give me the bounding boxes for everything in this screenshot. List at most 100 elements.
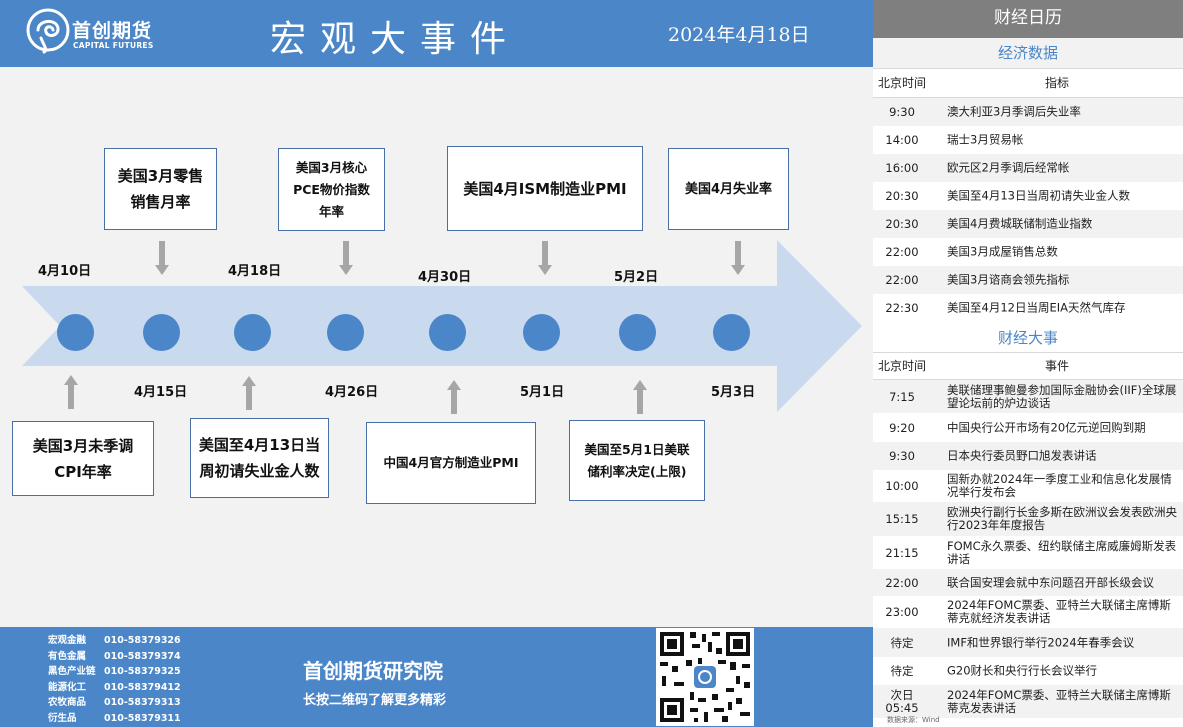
timeline-date-bottom: 4月15日 — [134, 385, 188, 400]
row-description: 瑞士3月贸易帐 — [947, 132, 1024, 147]
row-description: 美国3月谘商会领先指标 — [947, 272, 1070, 287]
timeline-date-top: 5月2日 — [614, 270, 659, 285]
event-label-line: 美国4月失业率 — [684, 181, 773, 197]
contact-department: 黑色产业链 — [48, 666, 96, 678]
row-time: 20:30 — [885, 217, 919, 231]
event-label-line: 美国3月未季调 — [32, 436, 134, 455]
row-time: 9:20 — [889, 420, 915, 435]
header-bar: 首创期货 CAPITAL FUTURES 宏观大事件 2024年4月18日 — [0, 0, 873, 67]
row-time: 16:00 — [885, 161, 919, 175]
table-row: 14:00 瑞士3月贸易帐 — [873, 126, 1183, 154]
event-label-line: 周初请失业金人数 — [199, 462, 320, 480]
row-time: 21:15 — [885, 545, 919, 560]
row-time: 10:00 — [885, 479, 919, 493]
table-row: 22:00 美国3月谘商会领先指标 — [873, 266, 1183, 294]
row-time: 22:00 — [885, 575, 919, 590]
up-arrow-icon — [242, 376, 256, 414]
event-label-line: 销售月率 — [130, 193, 191, 211]
event-box-bottom: 中国4月官方制造业PMI — [366, 422, 536, 504]
row-time: 20:30 — [885, 189, 919, 203]
qr-code-icon[interactable] — [656, 628, 754, 726]
economic-data-header: 北京时间 指标 — [873, 68, 1183, 98]
contact-department: 宏观金融 — [48, 635, 87, 646]
timeline-node — [143, 314, 180, 351]
contact-department: 有色金属 — [48, 650, 87, 662]
infographic-panel: 首创期货 CAPITAL FUTURES 宏观大事件 2024年4月18日 4月… — [0, 0, 873, 727]
row-description: 美国至4月12日当周EIA天然气库存 — [947, 300, 1126, 315]
row-description: 欧元区2月季调后经常帐 — [947, 160, 1070, 175]
up-arrow-icon — [64, 375, 78, 413]
row-time: 待定 — [890, 635, 914, 650]
timeline-node — [523, 314, 560, 351]
table-row: 21:15 FOMC永久票委、纽约联储主席威廉姆斯发表讲话 — [873, 536, 1183, 569]
down-arrow-icon — [731, 241, 745, 279]
header-time: 北京时间 — [877, 76, 926, 90]
timeline-date-bottom: 5月3日 — [711, 385, 756, 400]
logo-english-name: CAPITAL FUTURES — [73, 41, 154, 50]
header-event: 事件 — [1044, 359, 1069, 373]
row-description: FOMC永久票委、纽约联储主席威廉姆斯发表讲话 — [947, 538, 1177, 566]
row-description: 美联储理事鲍曼参加国际金融协会(IIF)全球展望论坛前的炉边谈话 — [947, 382, 1177, 410]
row-description: IMF和世界银行举行2024年春季会议 — [947, 635, 1135, 649]
down-arrow-icon — [339, 241, 353, 279]
up-arrow-icon — [447, 380, 461, 418]
row-time: 7:15 — [889, 389, 915, 404]
event-box-top: 美国4月失业率 — [668, 148, 789, 230]
timeline-node — [327, 314, 364, 351]
row-description: 2024年FOMC票委、亚特兰大联储主席博斯蒂克发表讲话 — [947, 687, 1171, 715]
table-row: 20:30 美国4月费城联储制造业指数 — [873, 210, 1183, 238]
contact-row: 衍生品 010-58379311 — [48, 710, 181, 724]
report-date: 2024年4月18日 — [668, 24, 810, 46]
table-row: 7:15 美联储理事鲍曼参加国际金融协会(IIF)全球展望论坛前的炉边谈话 — [873, 380, 1183, 413]
row-description: 中国央行公开市场有20亿元逆回购到期 — [947, 420, 1146, 434]
event-label-line: 年率 — [318, 203, 344, 219]
timeline-node — [619, 314, 656, 351]
row-time: 9:30 — [889, 105, 915, 119]
financial-events-header: 北京时间 事件 — [873, 352, 1183, 380]
row-time: 14:00 — [885, 133, 919, 147]
row-description: 美国至4月13日当周初请失业金人数 — [947, 188, 1130, 203]
row-time: 23:00 — [885, 605, 919, 619]
contact-row: 黑色产业链 010-58379325 — [48, 663, 181, 677]
table-row: 20:30 美国至4月13日当周初请失业金人数 — [873, 182, 1183, 210]
contact-department: 农牧商品 — [48, 697, 87, 709]
timeline-date-top: 4月18日 — [228, 264, 282, 279]
row-description: G20财长和央行行长会议举行 — [947, 663, 1098, 678]
timeline-node — [713, 314, 750, 351]
event-label-line: PCE物价指数 — [293, 181, 370, 197]
row-description: 日本央行委员野口旭发表讲话 — [947, 448, 1097, 463]
event-label-line: 美国4月ISM制造业PMI — [463, 179, 627, 198]
contact-phone: 010-58379412 — [104, 681, 181, 693]
contact-phone: 010-58379325 — [104, 666, 181, 678]
row-time: 9:30 — [889, 449, 915, 463]
event-box-top: 美国3月零售销售月率 — [104, 148, 217, 230]
contact-department: 能源化工 — [48, 681, 87, 693]
page-title: 宏观大事件 — [270, 19, 521, 60]
timeline-node — [57, 314, 94, 351]
contact-phone: 010-58379374 — [104, 650, 181, 662]
row-time: 22:30 — [885, 301, 919, 315]
qr-tagline: 长按二维码了解更多精彩 — [303, 693, 447, 708]
event-label-line: 中国4月官方制造业PMI — [383, 455, 519, 470]
event-label-line: 美国至5月1日美联 — [584, 441, 690, 457]
down-arrow-icon — [155, 241, 169, 279]
event-label-line: 美国3月核心 — [295, 159, 368, 175]
row-time: 22:00 — [885, 273, 919, 287]
contact-phone: 010-58379311 — [104, 713, 181, 724]
table-row: 9:30 日本央行委员野口旭发表讲话 — [873, 442, 1183, 470]
contact-department: 衍生品 — [48, 713, 77, 724]
event-box-top: 美国4月ISM制造业PMI — [447, 146, 643, 231]
down-arrow-icon — [538, 241, 552, 279]
table-row: 16:00 欧元区2月季调后经常帐 — [873, 154, 1183, 182]
row-description: 美国4月费城联储制造业指数 — [947, 216, 1093, 231]
